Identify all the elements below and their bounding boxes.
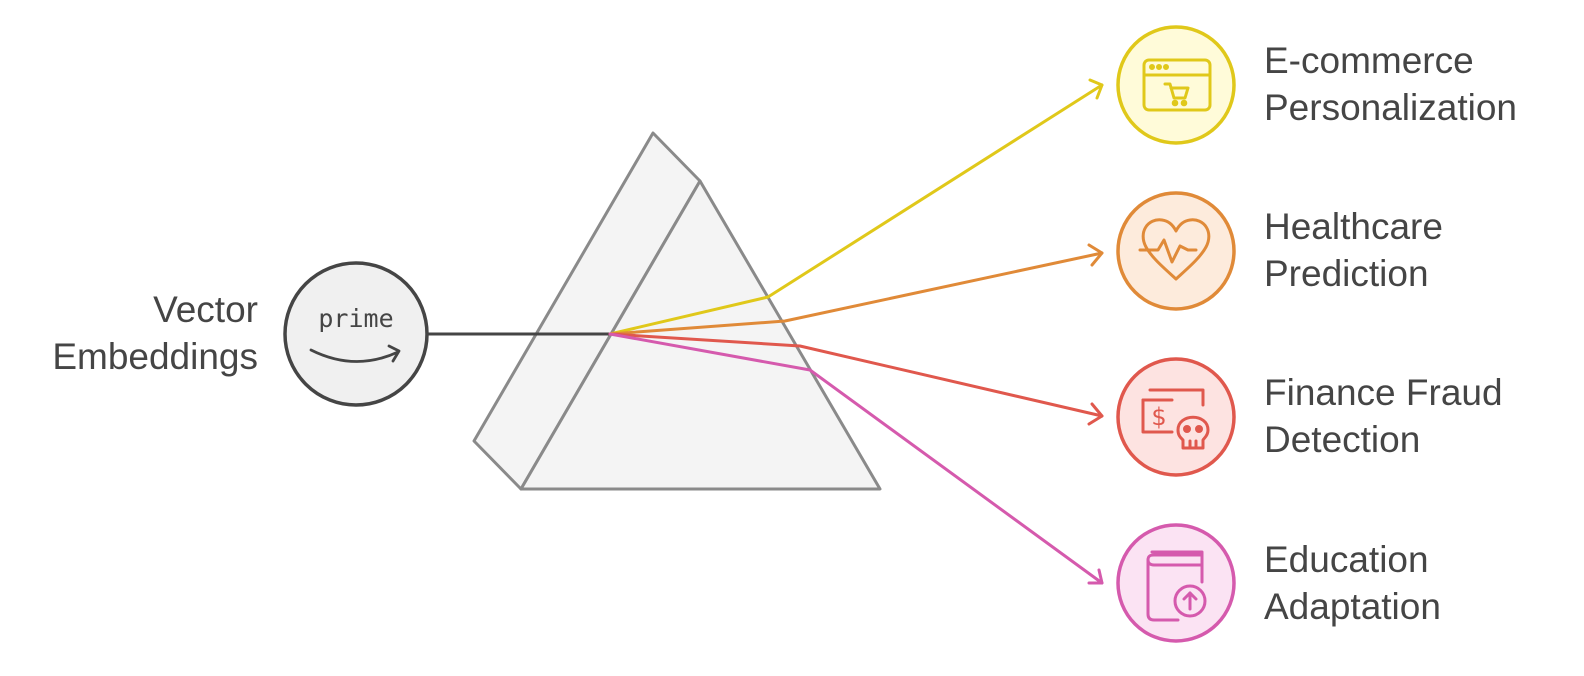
output-node-healthcare <box>1116 191 1236 311</box>
book-upload-icon <box>1146 550 1207 622</box>
heart-pulse-icon <box>1138 218 1211 281</box>
arrowhead-education <box>1087 568 1104 585</box>
svg-text:$: $ <box>1151 403 1166 431</box>
arrowhead-finance <box>1087 402 1104 426</box>
output-label-education-line-1: Education <box>1264 539 1429 580</box>
beam-finance <box>608 332 1104 426</box>
prime-logo-text: prime <box>318 304 393 333</box>
output-node-education <box>1116 523 1236 643</box>
output-label-ecommerce-line-2: Personalization <box>1264 87 1517 128</box>
output-label-education-line-2: Adaptation <box>1264 586 1441 627</box>
beam-education <box>608 332 1104 585</box>
output-node-ecommerce <box>1116 25 1236 145</box>
output-label-healthcare-line-1: Healthcare <box>1264 206 1443 247</box>
source-label-line-2: Embeddings <box>52 336 258 377</box>
output-label-education: Education Adaptation <box>1264 536 1441 630</box>
arrowhead-healthcare <box>1087 243 1104 267</box>
output-label-finance: Finance Fraud Detection <box>1264 369 1503 463</box>
output-label-healthcare: Healthcare Prediction <box>1264 203 1443 297</box>
source-node: prime <box>283 261 429 407</box>
amazon-smile-icon <box>309 348 400 363</box>
money-skull-icon: $ <box>1141 388 1210 450</box>
output-label-finance-line-2: Detection <box>1264 419 1421 460</box>
output-label-ecommerce: E-commerce Personalization <box>1264 37 1517 131</box>
output-label-ecommerce-line-1: E-commerce <box>1264 40 1474 81</box>
source-circle <box>283 261 429 407</box>
shopping-cart-window-icon <box>1142 58 1212 112</box>
output-label-finance-line-1: Finance Fraud <box>1264 372 1503 413</box>
beam-ecommerce <box>608 78 1104 336</box>
output-node-finance: $ <box>1116 357 1236 477</box>
amazon-smile-arrow-icon <box>387 344 401 363</box>
source-label: Vector Embeddings <box>52 286 258 380</box>
beam-healthcare <box>608 243 1104 336</box>
output-label-healthcare-line-2: Prediction <box>1264 253 1429 294</box>
prism <box>472 131 882 491</box>
arrowhead-ecommerce <box>1088 78 1104 100</box>
source-label-line-1: Vector <box>153 289 258 330</box>
